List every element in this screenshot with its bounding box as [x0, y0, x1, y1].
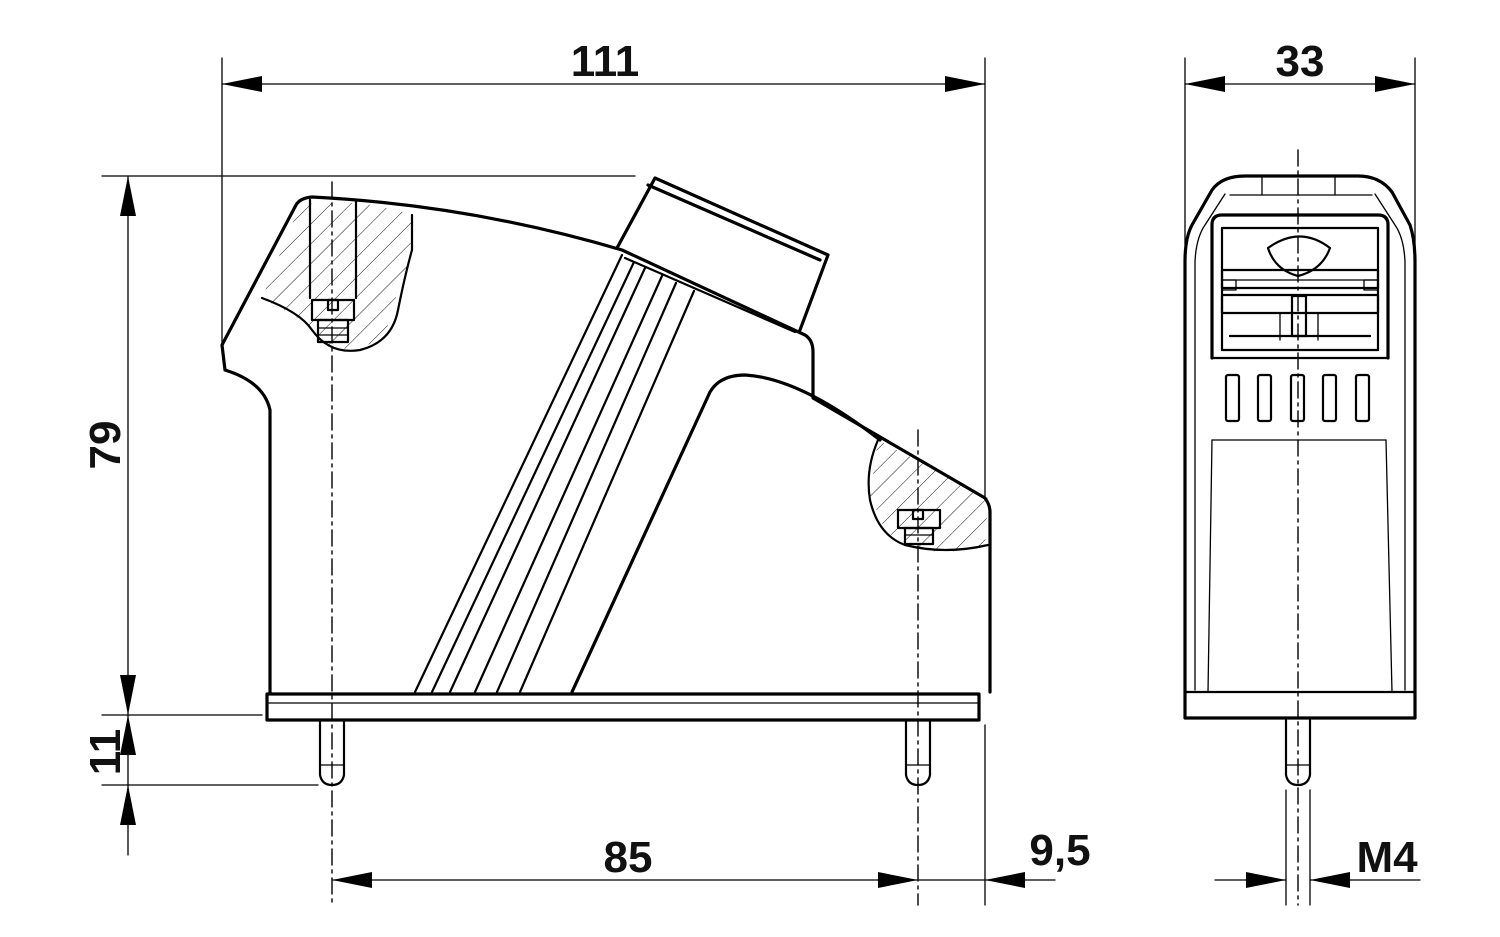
side-dimensions: 33 M4 [1184, 37, 1421, 906]
dim-overall-width: 111 [571, 37, 640, 86]
dim-thread: M4 [1356, 833, 1418, 882]
dim-side-width: 33 [1276, 37, 1325, 86]
right-section-hatch [870, 440, 988, 553]
front-view [220, 176, 992, 906]
cable-entry [413, 176, 830, 694]
body-step-line [570, 373, 882, 694]
front-dimensions: 111 79 11 85 9,5 [81, 37, 1091, 906]
dim-offset: 9,5 [1029, 826, 1090, 875]
side-view [1183, 149, 1417, 906]
right-break-line [867, 438, 990, 552]
side-housing-outline [1183, 174, 1417, 720]
housing-outline [220, 195, 992, 694]
dim-screw-spacing: 85 [604, 833, 653, 882]
dim-height: 79 [81, 421, 130, 470]
left-screw [308, 198, 358, 344]
base-plate [265, 692, 981, 722]
dim-pin-length: 11 [81, 729, 130, 776]
left-section-hatch [262, 202, 412, 349]
left-break-line [260, 213, 414, 352]
